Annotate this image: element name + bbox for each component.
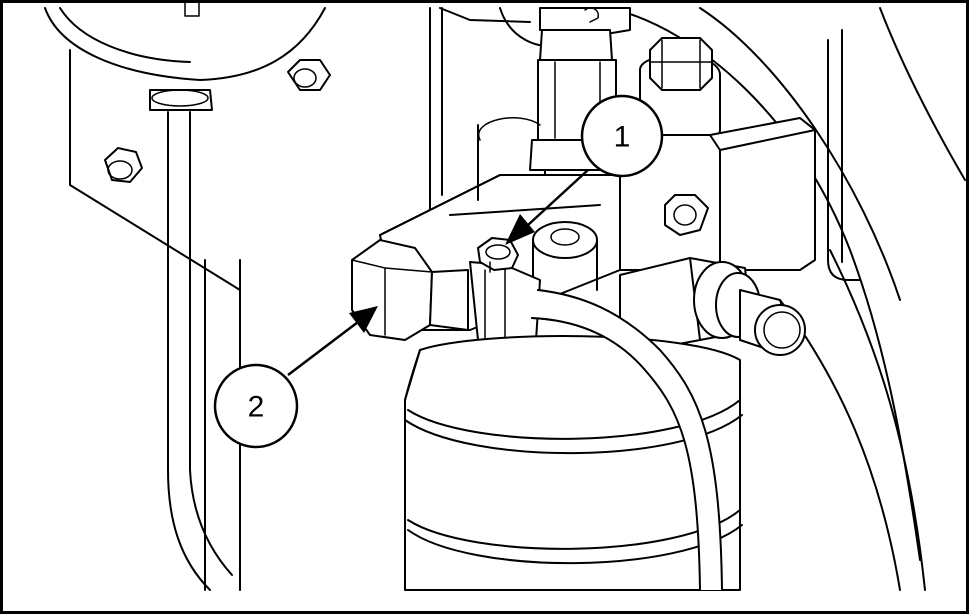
- hex-nut-left: [104, 147, 143, 183]
- callout-circle-2: [213, 363, 299, 449]
- fuel-line-front: [531, 289, 723, 591]
- hex-nut-upper: [287, 59, 331, 91]
- filter-canister: [404, 335, 743, 591]
- callout-circle-1: [580, 94, 664, 178]
- callout-1: 1: [505, 94, 664, 245]
- left-fuel-line: [149, 89, 241, 591]
- arrowhead-2: [349, 306, 378, 333]
- callout-label-2: 2: [248, 391, 265, 424]
- leader-line-1: [527, 169, 589, 226]
- callout-2: 2: [213, 306, 378, 449]
- arrowhead-1: [505, 214, 535, 245]
- leader-line-2: [287, 321, 359, 376]
- outlet-fitting: [619, 257, 806, 356]
- upper-left-tank: [44, 1, 443, 291]
- callout-label-1: 1: [614, 121, 631, 154]
